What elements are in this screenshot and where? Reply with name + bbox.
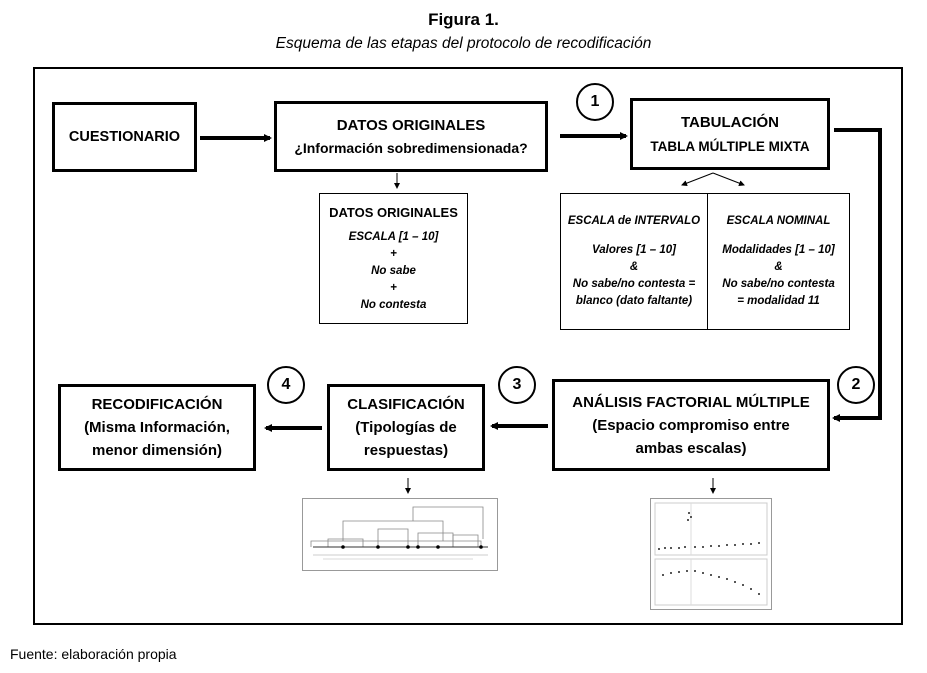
node-clasificacion-title: CLASIFICACIÓN [347,396,465,413]
step-4-badge: 4 [267,366,305,404]
arrow-fork-right [712,172,745,186]
node-datos-detalle-l3: No sabe [371,264,416,277]
node-cuestionario-label: CUESTIONARIO [68,128,181,145]
node-tabulacion: TABULACIÓN TABLA MÚLTIPLE MIXTA [630,98,830,170]
node-escala-nominal-header: ESCALA NOMINAL [726,215,831,227]
node-escala-nominal-l3: No sabe/no contesta [722,278,835,290]
node-recodificacion: RECODIFICACIÓN (Misma Información, menor… [58,384,256,471]
node-afm-line2: (Espacio compromiso entre [592,416,790,434]
node-recodificacion-title: RECODIFICACIÓN [91,396,223,413]
node-afm-line3: ambas escalas) [635,439,747,457]
node-escala-intervalo-header: ESCALA de INTERVALO [567,215,701,227]
scatter-image [654,502,768,606]
figure-title: Figura 1. [428,10,499,29]
node-clasificacion-line2: (Tipologías de [355,419,457,436]
node-afm-title: ANÁLISIS FACTORIAL MÚLTIPLE [572,393,810,411]
node-cuestionario: CUESTIONARIO [52,102,197,172]
node-datos-detalle-l1: ESCALA [1 – 10] [348,230,439,243]
dendrogram-image [310,506,488,560]
diagram-frame [33,67,903,625]
node-escala-intervalo-l1: Valores [1 – 10] [592,244,676,256]
node-escala-nominal-l1: Modalidades [1 – 10] [722,244,835,256]
node-datos-originales-title: DATOS ORIGINALES [336,116,486,134]
step-1-badge: 1 [576,83,614,121]
scatter-thumbnail [650,498,772,610]
node-escala-nominal-l4: = modalidad 11 [737,295,820,307]
node-escala-intervalo-l4: blanco (dato faltante) [575,295,693,307]
node-escala-intervalo-l3: No sabe/no contesta = [572,278,696,290]
node-recodificacion-line2: (Misma Información, [84,419,230,436]
node-tabulacion-title: TABULACIÓN [680,114,780,131]
node-escala-intervalo: ESCALA de INTERVALO Valores [1 – 10] & N… [560,193,708,330]
step-2-badge: 2 [837,366,875,404]
figure-subtitle: Esquema de las etapas del protocolo de r… [275,35,652,52]
node-escala-intervalo-l2: & [629,261,639,273]
node-datos-detalle-l4: + [390,281,397,294]
node-datos-originales: DATOS ORIGINALES ¿Información sobredimen… [274,101,548,172]
node-datos-detalle-header: DATOS ORIGINALES [329,204,458,220]
node-recodificacion-line3: menor dimensión) [91,442,222,459]
node-datos-detalle: DATOS ORIGINALES ESCALA [1 – 10] + No sa… [319,193,468,324]
node-afm: ANÁLISIS FACTORIAL MÚLTIPLE (Espacio com… [552,379,830,471]
node-tabulacion-subtitle: TABLA MÚLTIPLE MIXTA [650,139,810,154]
node-datos-detalle-l5: No contesta [360,298,427,311]
source-note: Fuente: elaboración propia [10,646,177,662]
node-escala-nominal-l2: & [774,261,783,273]
node-datos-originales-question: ¿Información sobredimensionada? [294,139,528,156]
step-3-badge: 3 [498,366,536,404]
arrow-fork-left [681,172,714,186]
node-escala-nominal: ESCALA NOMINAL Modalidades [1 – 10] & No… [707,193,850,330]
node-clasificacion: CLASIFICACIÓN (Tipologías de respuestas) [327,384,485,471]
node-clasificacion-line3: respuestas) [363,442,449,459]
dendrogram-thumbnail [302,498,498,571]
node-datos-detalle-l2: + [390,247,397,260]
arrow-tabulacion-afm [832,128,882,422]
